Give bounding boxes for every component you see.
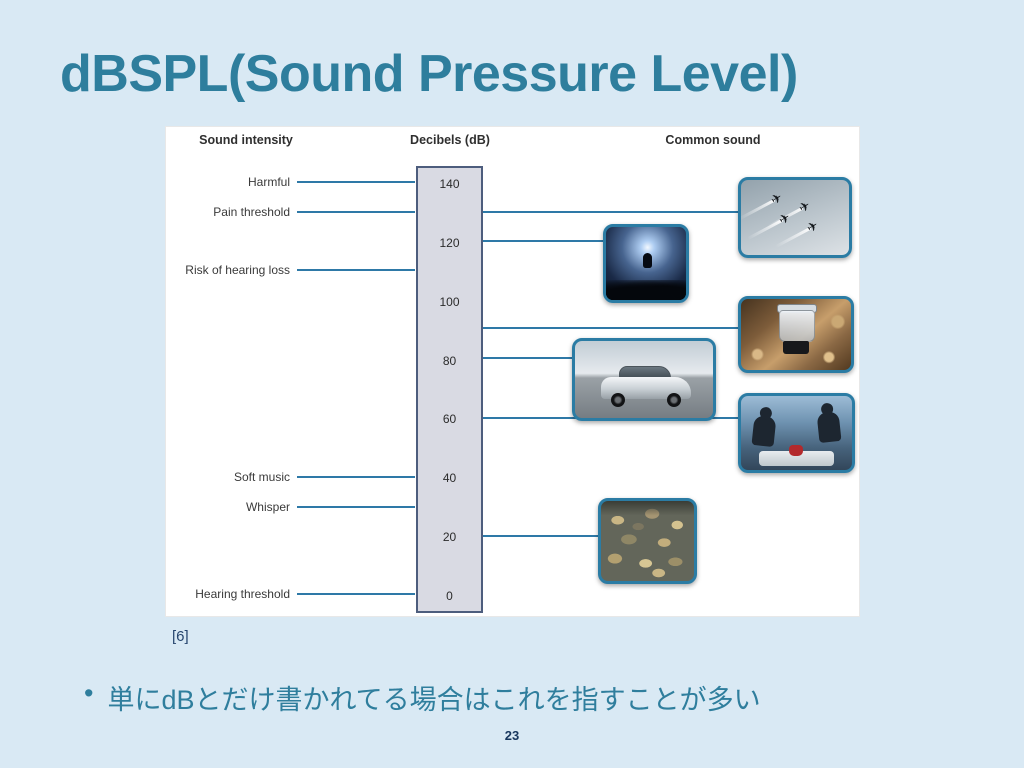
car-wheel-shape xyxy=(667,393,681,407)
photo-blender xyxy=(738,296,854,373)
intensity-row-hearing-threshold: Hearing threshold xyxy=(166,585,415,603)
bullet-point: • 単にdBとだけ書かれてる場合はこれを指すことが多い xyxy=(84,678,761,717)
intensity-label: Harmful xyxy=(247,175,290,189)
jet-icon: ✈ xyxy=(795,197,814,216)
connector-line xyxy=(297,269,415,271)
connector-line-car xyxy=(483,357,573,359)
column-header-decibels: Decibels (dB) xyxy=(410,133,490,147)
photo-fighter-jets: ✈ ✈ ✈ ✈ xyxy=(738,177,852,258)
intensity-label: Whisper xyxy=(245,500,290,514)
bullet-marker: • xyxy=(84,678,94,708)
crowd-silhouette xyxy=(606,279,686,300)
intensity-label: Pain threshold xyxy=(213,205,290,219)
citation-reference: [6] xyxy=(172,628,189,645)
car-body-shape xyxy=(601,377,691,399)
contrail-decoration xyxy=(746,218,784,241)
connector-line-blender xyxy=(483,327,738,329)
intensity-row-harmful: Harmful xyxy=(166,173,415,191)
bullet-text: 単にdBとだけ書かれてる場合はこれを指すことが多い xyxy=(107,685,761,715)
tick-0: 0 xyxy=(446,589,453,603)
person-silhouette xyxy=(751,414,777,448)
table-shape xyxy=(759,451,834,466)
intensity-row-pain-threshold: Pain threshold xyxy=(166,203,415,221)
connector-line xyxy=(297,476,415,478)
performer-silhouette xyxy=(642,253,652,269)
contrail-decoration xyxy=(774,226,812,249)
jet-icon: ✈ xyxy=(767,189,786,208)
connector-line-concert xyxy=(483,240,603,242)
intensity-label: Risk of hearing loss xyxy=(185,263,290,277)
blender-jar-shape xyxy=(779,310,815,342)
tick-80: 80 xyxy=(442,354,457,368)
connector-line xyxy=(297,211,415,213)
jet-icon: ✈ xyxy=(803,217,822,236)
photo-rock-concert xyxy=(603,224,689,303)
blender-base-shape xyxy=(783,341,809,354)
page-number: 23 xyxy=(504,728,520,743)
connector-line xyxy=(297,181,415,183)
person-silhouette xyxy=(816,410,842,444)
car-wheel-shape xyxy=(611,393,625,407)
photo-restaurant-conversation xyxy=(738,393,855,473)
tick-140: 140 xyxy=(439,177,460,191)
tick-40: 40 xyxy=(442,471,457,485)
photo-car xyxy=(572,338,716,421)
connector-line xyxy=(297,593,415,595)
contrail-decoration xyxy=(741,198,776,221)
intensity-label: Hearing threshold xyxy=(195,587,290,601)
tick-20: 20 xyxy=(442,530,457,544)
photo-rustling-leaves xyxy=(598,498,697,584)
intensity-row-soft-music: Soft music xyxy=(166,468,415,486)
intensity-row-hearing-loss-risk: Risk of hearing loss xyxy=(166,261,415,279)
connector-line-jets xyxy=(483,211,738,213)
intensity-row-whisper: Whisper xyxy=(166,498,415,516)
connector-line-leaves xyxy=(483,535,598,537)
tick-100: 100 xyxy=(439,295,460,309)
decibel-scale-bar: 140 120 100 80 60 40 20 0 xyxy=(416,166,483,613)
intensity-label: Soft music xyxy=(233,470,290,484)
teapot-shape xyxy=(789,445,803,456)
column-header-common-sound: Common sound xyxy=(665,133,761,147)
slide-title: dBSPL(Sound Pressure Level) xyxy=(60,45,798,103)
connector-line xyxy=(297,506,415,508)
column-header-sound-intensity: Sound intensity xyxy=(199,133,293,147)
tick-120: 120 xyxy=(439,236,460,250)
tick-60: 60 xyxy=(442,412,457,426)
decibel-scale-diagram: Sound intensity Decibels (dB) Common sou… xyxy=(165,126,860,617)
